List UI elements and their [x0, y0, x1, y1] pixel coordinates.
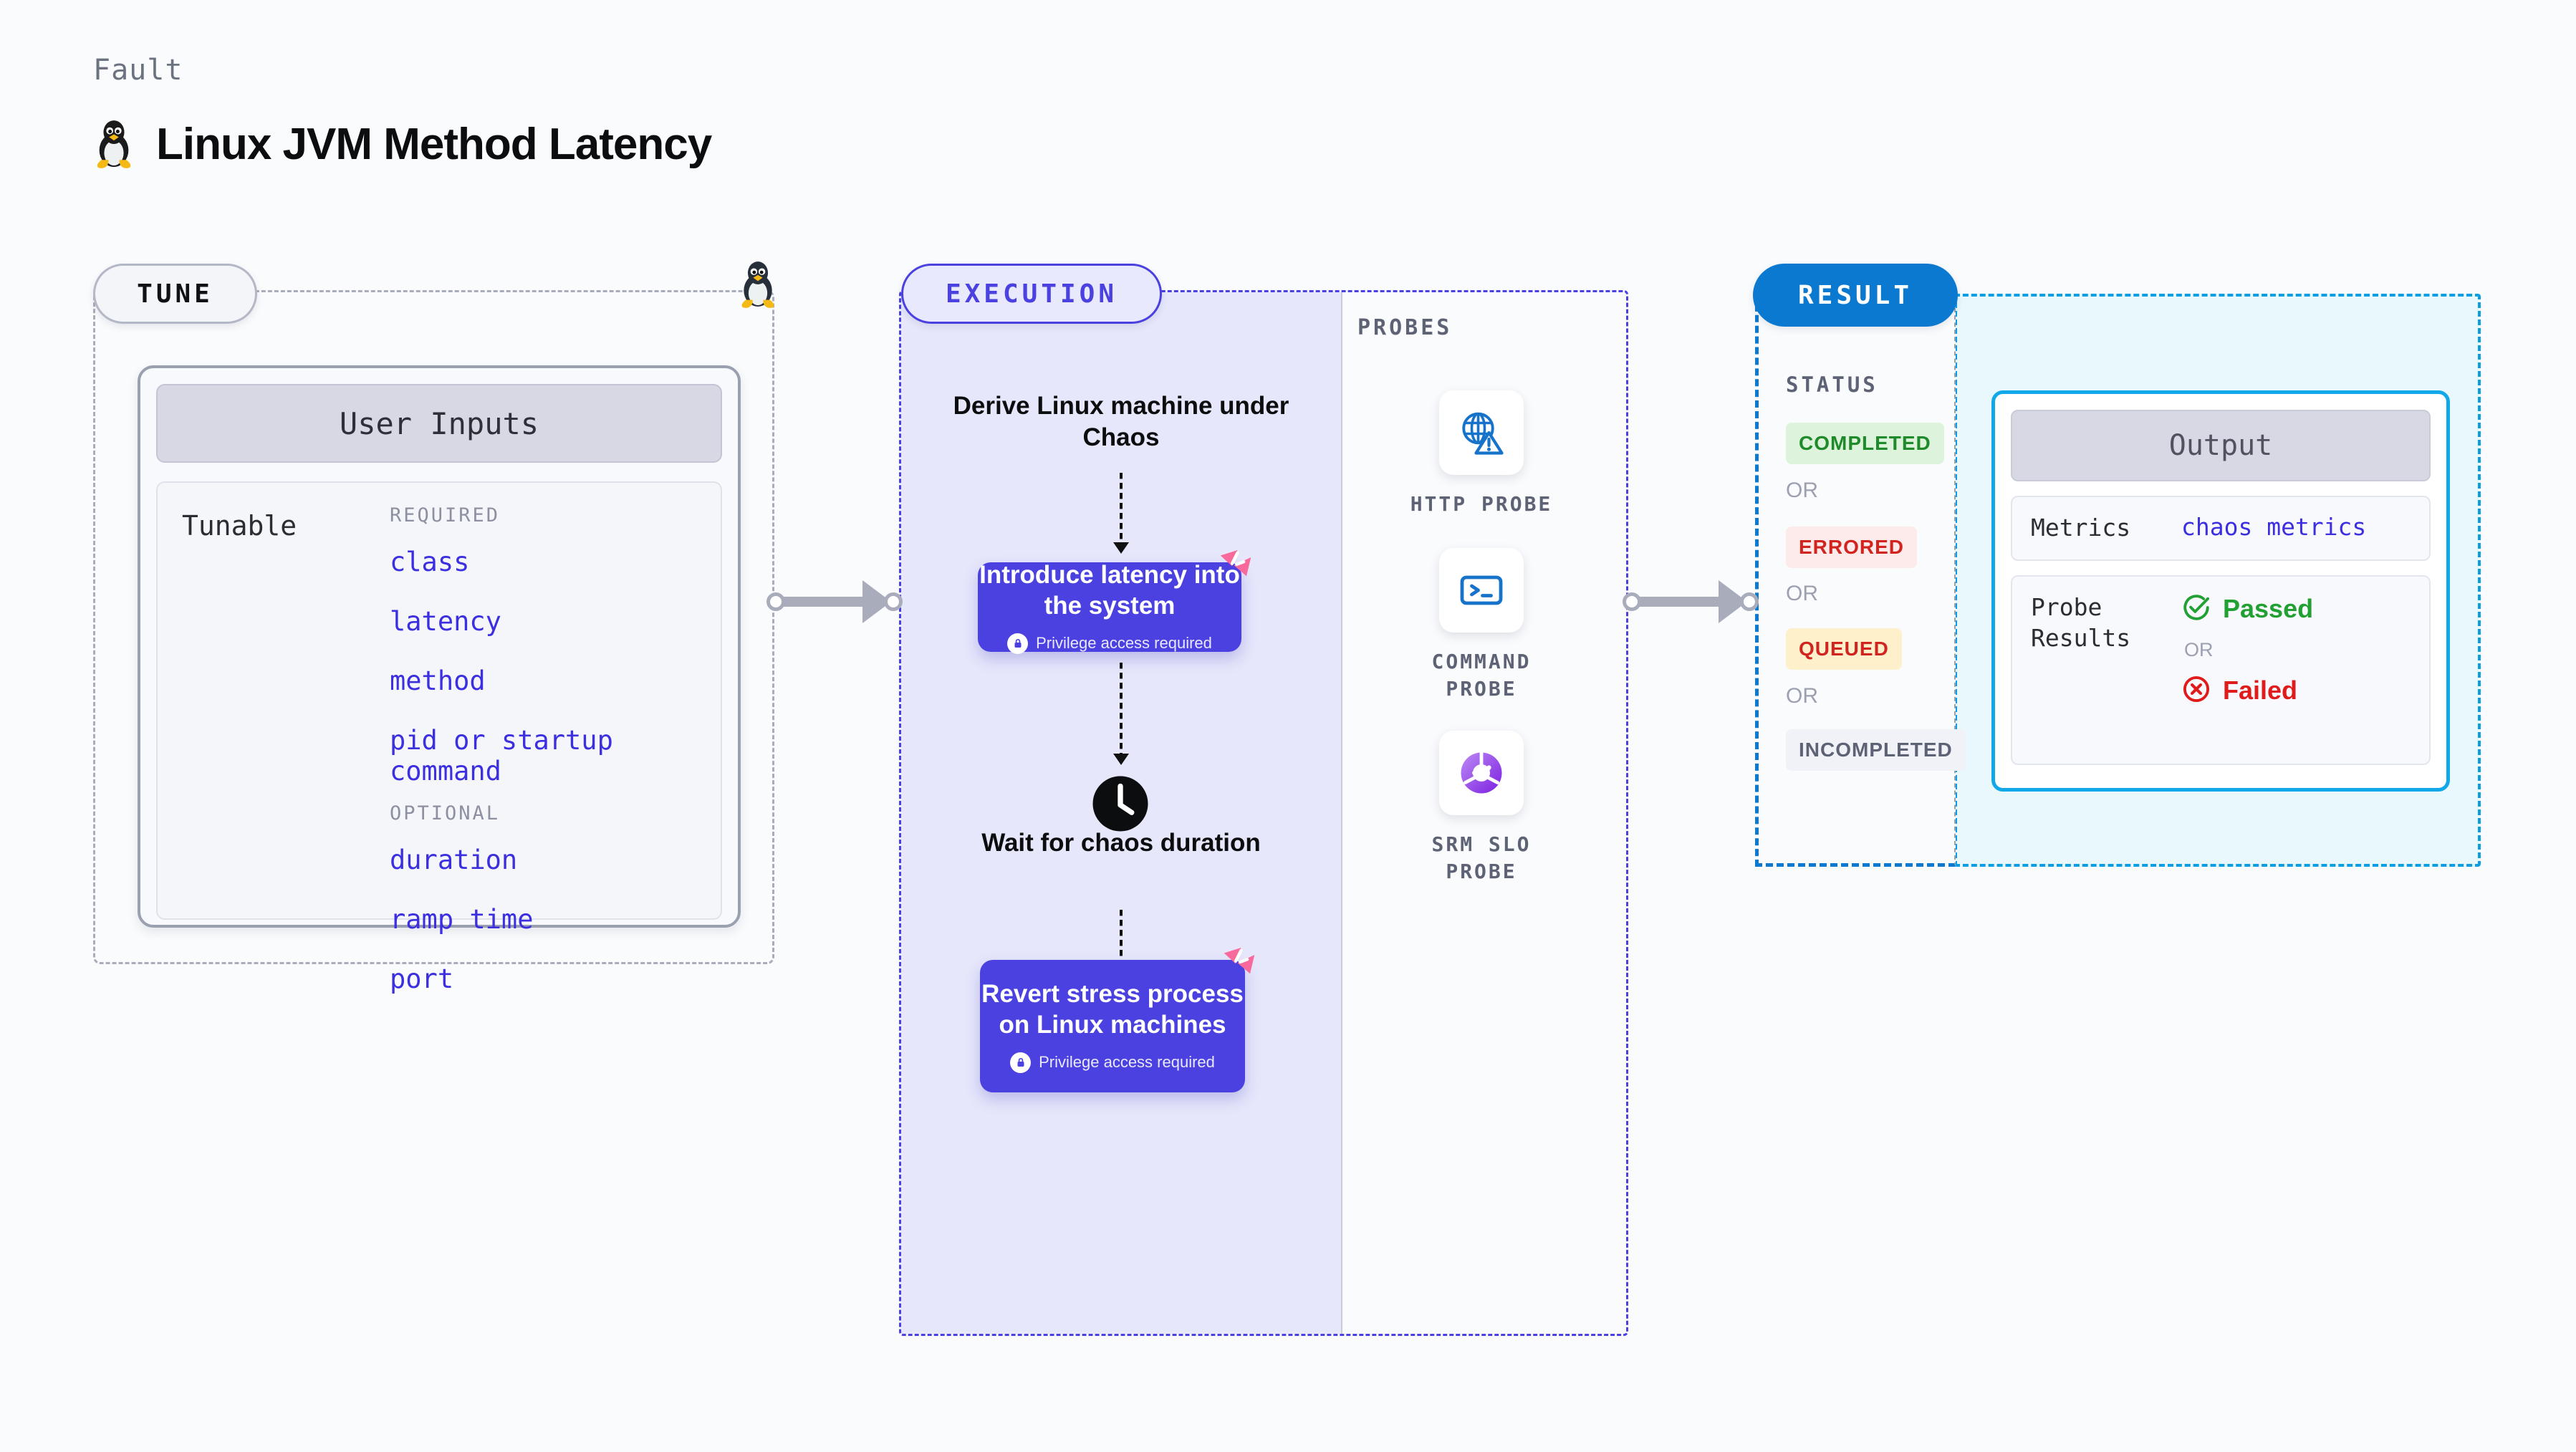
probe-label: SRM SLO PROBE	[1431, 832, 1532, 883]
output-title: Output	[2011, 410, 2431, 481]
metrics-key: Metrics	[2031, 514, 2131, 542]
tunable-item[interactable]: latency	[390, 606, 501, 637]
status-label: STATUS	[1786, 372, 1878, 397]
execution-step-wait: Wait for chaos duration	[981, 829, 1261, 857]
x-circle-icon	[2181, 674, 2211, 708]
metrics-value[interactable]: chaos metrics	[2181, 513, 2367, 541]
page-title: Linux JVM Method Latency	[156, 119, 712, 169]
passed-label: Passed	[2223, 594, 2314, 624]
flow-arrow-head	[1113, 542, 1129, 554]
fault-kicker: Fault	[93, 54, 183, 87]
linux-tux-icon	[736, 259, 779, 313]
output-card: Output Metrics chaos metrics Probe Resul…	[1991, 390, 2450, 792]
page-title-row: Linux JVM Method Latency	[92, 118, 712, 170]
result-badge: RESULT	[1753, 264, 1958, 327]
tunable-item[interactable]: port	[390, 963, 454, 994]
probe-http[interactable]: HTTP PROBE	[1410, 390, 1553, 518]
failed-label: Failed	[2223, 675, 2298, 706]
execution-probes-region	[899, 290, 1628, 1336]
tunable-item[interactable]: pid or startup command	[390, 725, 613, 787]
result-status-region	[1755, 294, 1956, 867]
tunable-item[interactable]: method	[390, 665, 486, 696]
connector-line	[782, 597, 867, 607]
user-inputs-title: User Inputs	[156, 384, 722, 463]
connector-end-dot	[1740, 592, 1759, 611]
connector-end-dot	[884, 592, 903, 611]
tunable-values: REQUIRED class latency method pid or sta…	[390, 504, 696, 994]
lock-icon	[1007, 633, 1029, 654]
tunable-item[interactable]: class	[390, 547, 470, 577]
probe-label: HTTP PROBE	[1410, 492, 1553, 516]
tune-badge: TUNE	[93, 264, 257, 324]
tune-region	[93, 290, 774, 964]
privilege-note-text: Privilege access required	[1036, 634, 1212, 653]
privilege-note: Privilege access required	[1007, 633, 1212, 654]
lock-icon	[1010, 1052, 1032, 1073]
flow-arrow-line	[1120, 473, 1123, 544]
tunable-label: Tunable	[182, 510, 297, 542]
execution-step-revert-stress[interactable]: Revert stress process on Linux machines …	[980, 948, 1255, 1092]
tunable-table: Tunable REQUIRED class latency method pi…	[156, 481, 722, 994]
probe-result-failed: Failed	[2181, 674, 2313, 708]
optional-label: OPTIONAL	[390, 802, 501, 824]
terminal-icon	[1439, 548, 1524, 633]
step-title: Introduce latency into the system	[979, 561, 1240, 620]
execution-badge: EXECUTION	[901, 264, 1162, 324]
slo-donut-check-icon	[1439, 731, 1524, 815]
status-badge-completed: COMPLETED	[1786, 423, 1944, 464]
probes-label: PROBES	[1357, 315, 1453, 340]
step-title: Revert stress process on Linux machines	[981, 980, 1244, 1039]
or-separator: OR	[2184, 638, 2214, 660]
required-label: REQUIRED	[390, 504, 501, 527]
flow-arrow-head	[1113, 754, 1129, 765]
or-separator: OR	[1786, 582, 1818, 605]
privilege-note-text: Privilege access required	[1039, 1053, 1215, 1072]
probe-result-passed: Passed	[2181, 592, 2313, 626]
tunable-item[interactable]: duration	[390, 845, 518, 875]
connector-tune-execution	[766, 580, 903, 623]
status-badge-errored: ERRORED	[1786, 527, 1918, 568]
probe-label: COMMAND PROBE	[1431, 650, 1532, 701]
tunable-item[interactable]: ramp time	[390, 904, 534, 935]
flow-arrow-line	[1120, 663, 1123, 756]
output-probe-results-row: Probe Results Passed OR	[2011, 574, 2431, 765]
connector-start-dot	[1623, 592, 1641, 611]
harness-logo-icon	[1218, 944, 1261, 991]
or-separator: OR	[1786, 684, 1818, 708]
check-circle-icon	[2181, 592, 2211, 626]
probe-srm-slo[interactable]: SRM SLO PROBE	[1410, 731, 1553, 885]
globe-warning-icon	[1439, 390, 1524, 475]
execution-step-derive: Derive Linux machine under Chaos	[953, 392, 1289, 451]
probe-results-values: Passed OR Failed	[2181, 592, 2313, 708]
connector-start-dot	[766, 592, 785, 611]
user-inputs-card: User Inputs Tunable REQUIRED class laten…	[138, 365, 741, 994]
privilege-note: Privilege access required	[1010, 1052, 1215, 1073]
status-badge-queued: QUEUED	[1786, 628, 1902, 670]
connector-execution-result	[1623, 580, 1759, 623]
flow-arrow-line	[1120, 910, 1123, 971]
output-metrics-row: Metrics chaos metrics	[2011, 496, 2431, 561]
probe-command[interactable]: COMMAND PROBE	[1410, 548, 1553, 703]
probe-results-key: Probe Results	[2031, 592, 2131, 652]
execution-step-introduce-latency[interactable]: Introduce latency into the system Privil…	[978, 550, 1251, 654]
linux-tux-icon	[92, 118, 136, 170]
status-badge-incompleted: INCOMPLETED	[1786, 729, 1966, 771]
or-separator: OR	[1786, 479, 1818, 502]
connector-line	[1638, 597, 1723, 607]
harness-logo-icon	[1214, 547, 1257, 593]
clock-icon	[1090, 774, 1150, 837]
